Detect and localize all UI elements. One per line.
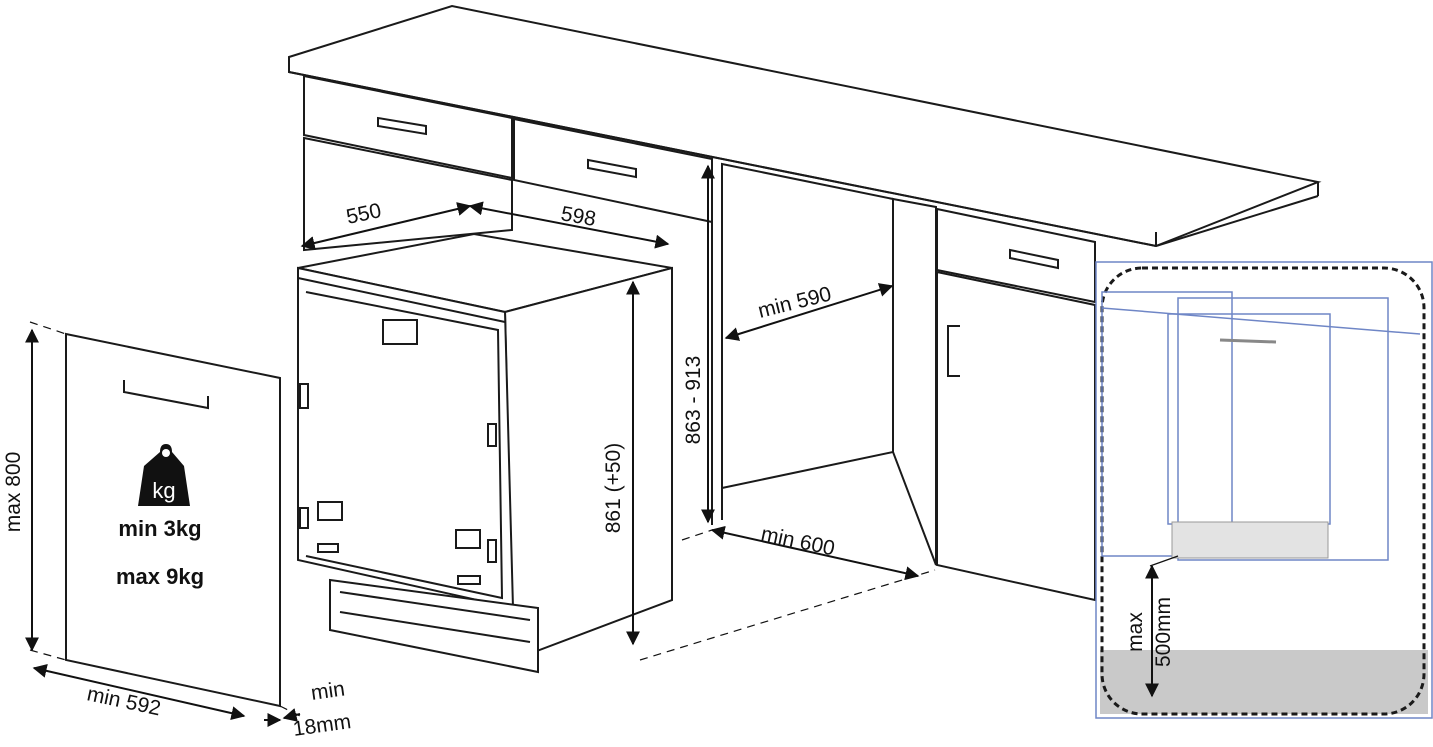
detail-max: max — [1124, 612, 1147, 652]
dim-min-600: min 600 — [759, 522, 837, 560]
handle-door — [947, 325, 960, 377]
handle-left — [377, 116, 427, 136]
dim-598: 598 — [559, 202, 598, 231]
dim-863-913: 863 - 913 — [682, 356, 705, 445]
weight-min: min 3kg — [118, 516, 201, 541]
weight-max: max 9kg — [116, 564, 204, 589]
handle-middle — [587, 158, 637, 179]
niche-post — [892, 197, 937, 566]
dishwasher-side — [503, 266, 673, 662]
detail-500mm: 500mm — [1152, 597, 1175, 667]
cabinet-right-door — [936, 270, 1096, 602]
drawer-right — [936, 207, 1096, 304]
handle-right — [1009, 248, 1059, 270]
weight-icon-label: kg — [152, 478, 175, 503]
weight-icon: kg — [138, 444, 190, 506]
dim-min-18: min — [309, 677, 346, 704]
dimension-lines — [25, 164, 920, 727]
plinth-detail-inset: max 500mm — [1095, 261, 1433, 719]
dim-max-800: max 800 — [2, 452, 25, 533]
panel-handle — [123, 380, 209, 410]
dim-18mm: 18mm — [291, 710, 352, 741]
countertop — [288, 4, 1322, 248]
extension-lines — [29, 321, 936, 717]
dim-861: 861 (+50) — [602, 443, 625, 533]
niche-back-wall — [721, 162, 894, 490]
drawer-left — [303, 74, 513, 180]
handles — [377, 116, 1059, 377]
floor-shade — [1100, 650, 1428, 714]
